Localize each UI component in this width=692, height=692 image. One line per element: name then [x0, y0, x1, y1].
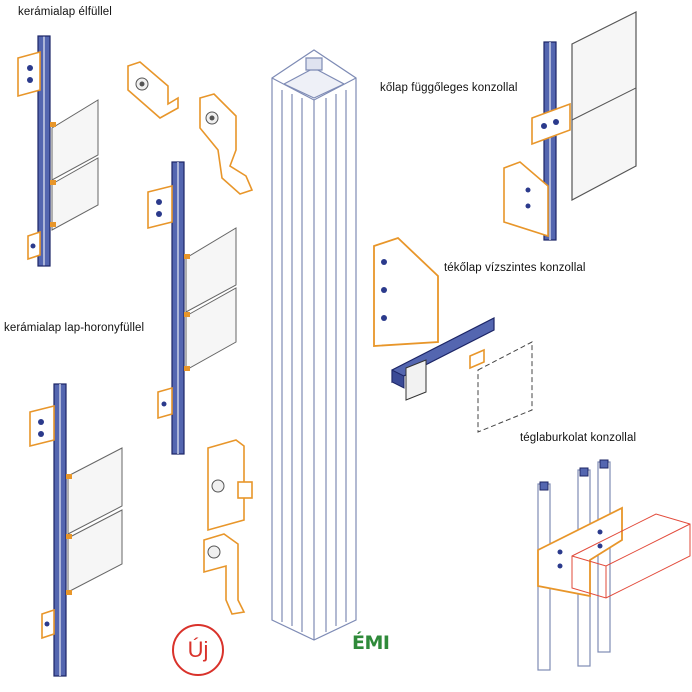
aluminium-column — [271, 49, 357, 641]
edge-clip-detail-1 — [127, 61, 179, 119]
edge-clip-detail-2 — [199, 93, 254, 195]
emi-logo: ÉMI — [352, 632, 390, 654]
groove-clip-detail-1 — [207, 439, 253, 532]
label-brick-cladding: téglaburkolat konzollal — [520, 432, 637, 444]
ceramic-panels — [51, 99, 99, 231]
label-ceramic-groove: kerámialap lap-horonyfüllel — [4, 322, 145, 334]
label-fiber-horizontal: tékőlap vízszintes konzollal — [444, 262, 586, 274]
label-ceramic-edge: kerámialap élfüllel — [18, 6, 112, 18]
wall-brackets — [17, 50, 41, 261]
brick-cladding-assembly — [537, 459, 691, 671]
fiber-horizontal-assembly — [373, 236, 533, 433]
stone-vertical-assembly — [503, 11, 637, 241]
vertical-profile — [37, 35, 51, 267]
new-badge: Új — [172, 624, 224, 676]
ceramic-edge-assembly — [17, 35, 99, 267]
ceramic-edge-assembly-2 — [147, 161, 237, 455]
ceramic-groove-assembly — [29, 383, 123, 677]
label-stone-vertical: kőlap függőleges konzollal — [380, 82, 518, 94]
groove-clip-detail-2 — [203, 533, 246, 615]
